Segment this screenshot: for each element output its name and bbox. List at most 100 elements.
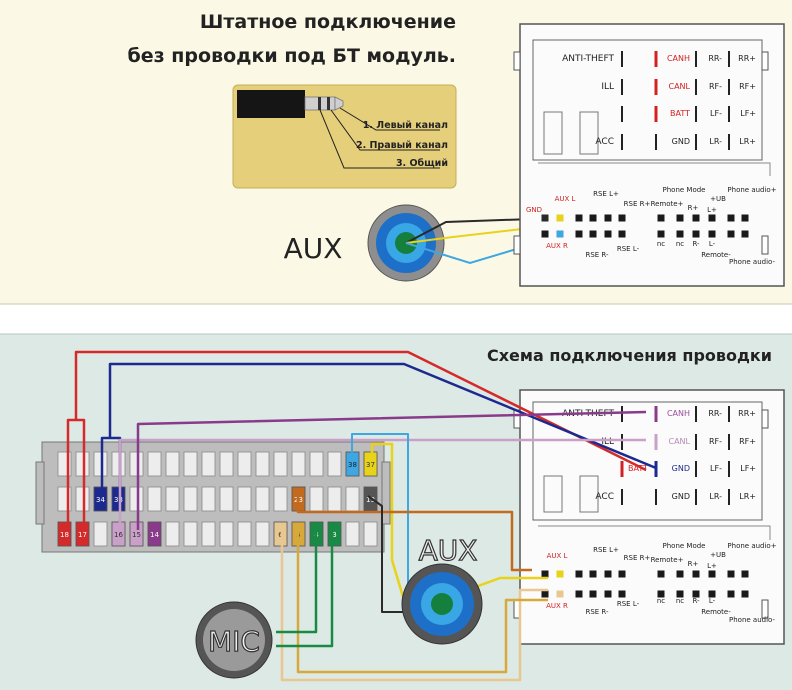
connector-pin — [692, 590, 700, 598]
svg-text:AUX R: AUX R — [546, 242, 568, 250]
top-title-line1: Штатное подключение — [200, 11, 456, 33]
svg-text:GND: GND — [672, 137, 690, 146]
bt-pin-number: 34 — [96, 496, 105, 504]
svg-text:nc: nc — [676, 597, 684, 605]
bt-cell — [129, 451, 144, 477]
connector-pin — [657, 214, 665, 222]
bt-cell — [219, 451, 234, 477]
connector-pin — [618, 214, 626, 222]
svg-text:RR-: RR- — [708, 409, 722, 418]
bt-cell — [237, 521, 252, 547]
connector-pin — [575, 214, 583, 222]
svg-text:RSE R+: RSE R+ — [624, 200, 651, 208]
svg-text:RSE L+: RSE L+ — [593, 546, 619, 554]
svg-text:GND: GND — [672, 492, 690, 501]
connector-pin — [589, 230, 597, 238]
connector-pin — [676, 570, 684, 578]
connector-pin — [657, 590, 665, 598]
connector-pin — [657, 230, 665, 238]
connector-pin — [604, 570, 612, 578]
svg-text:BATT: BATT — [628, 464, 648, 473]
bt-cell — [147, 451, 162, 477]
svg-text:R-: R- — [692, 240, 700, 248]
bt-cell — [219, 521, 234, 547]
svg-text:CANH: CANH — [667, 409, 690, 418]
bt-cell — [237, 486, 252, 512]
bt-cell — [129, 486, 144, 512]
top-aux-label: AUX — [284, 232, 343, 265]
connector-pin — [657, 570, 665, 578]
svg-text:RR+: RR+ — [738, 54, 756, 63]
top-connector-row-2: ILL CANL RF- RF+ — [601, 79, 756, 95]
svg-text:Phone audio+: Phone audio+ — [727, 542, 776, 550]
bt-cell — [201, 451, 216, 477]
bt-pin-cell — [129, 521, 144, 547]
svg-text:LR-: LR- — [709, 492, 722, 501]
svg-text:LF+: LF+ — [740, 464, 756, 473]
svg-text:L+: L+ — [707, 206, 717, 214]
bottom-aux-socket-icon — [401, 563, 483, 645]
bt-cell — [165, 486, 180, 512]
mic-icon — [195, 601, 273, 679]
svg-text:RF-: RF- — [709, 82, 722, 91]
jack-plug-body — [237, 90, 305, 118]
wire-6 — [280, 530, 548, 682]
svg-text:AUX R: AUX R — [546, 602, 568, 610]
bt-cell — [327, 486, 342, 512]
svg-text:nc: nc — [657, 240, 665, 248]
svg-text:RF+: RF+ — [739, 437, 756, 446]
connector-pin — [604, 214, 612, 222]
bt-pin-cell — [111, 486, 126, 512]
svg-text:L-: L- — [709, 240, 716, 248]
svg-text:nc: nc — [676, 240, 684, 248]
bt-cell — [237, 451, 252, 477]
bt-pin-number: 18 — [60, 531, 69, 539]
top-connector-row-3: BATT LF- LF+ — [621, 106, 756, 122]
bt-cell — [219, 486, 234, 512]
bottom-connector-row-2: ILL CANL RF- RF+ — [601, 434, 756, 450]
audio-jack-legend: 1. Левый канал 2. Правый канал 3. Общий — [232, 84, 457, 189]
svg-text:Remote-: Remote- — [701, 608, 731, 616]
bt-pin-cell — [363, 451, 378, 477]
wire-canl — [118, 438, 646, 530]
connector-pin — [618, 570, 626, 578]
connector-pin — [741, 214, 749, 222]
wire-3-mic — [276, 530, 334, 648]
connector-pin — [741, 230, 749, 238]
connector-pin — [676, 590, 684, 598]
svg-text:+UB: +UB — [710, 195, 726, 203]
bt-cell — [255, 486, 270, 512]
connector-pin — [556, 570, 564, 578]
svg-text:BATT: BATT — [670, 109, 690, 118]
connector-pin — [727, 214, 735, 222]
connector-pin — [708, 570, 716, 578]
bottom-aux-label: AUX — [419, 534, 478, 567]
svg-text:R+: R+ — [688, 560, 699, 568]
top-title-line2: без проводки под БТ модуль. — [128, 45, 457, 67]
bt-cell — [183, 486, 198, 512]
jack-plug-tip — [334, 96, 344, 111]
connector-pin — [589, 570, 597, 578]
connector-pin — [589, 590, 597, 598]
svg-text:ACC: ACC — [595, 137, 614, 147]
svg-text:RSE L-: RSE L- — [617, 245, 640, 253]
svg-text:ANTI-THEFT: ANTI-THEFT — [562, 54, 614, 64]
wire-gnd — [108, 362, 657, 470]
bt-cell — [111, 451, 126, 477]
connector-pin — [556, 230, 564, 238]
bt-cell — [93, 451, 108, 477]
svg-text:Remote+: Remote+ — [651, 556, 684, 564]
bt-pin-number: 33 — [114, 496, 123, 504]
svg-text:GND: GND — [672, 464, 690, 473]
svg-text:AUX L: AUX L — [547, 552, 568, 560]
svg-text:LR+: LR+ — [739, 492, 756, 501]
connector-pin — [708, 214, 716, 222]
bt-cell — [165, 451, 180, 477]
svg-text:RR+: RR+ — [738, 409, 756, 418]
connector-pin — [589, 214, 597, 222]
bt-cell — [201, 486, 216, 512]
svg-text:CANL: CANL — [669, 82, 691, 91]
bt-pin-cell — [147, 521, 162, 547]
svg-text:Remote-: Remote- — [701, 251, 731, 259]
